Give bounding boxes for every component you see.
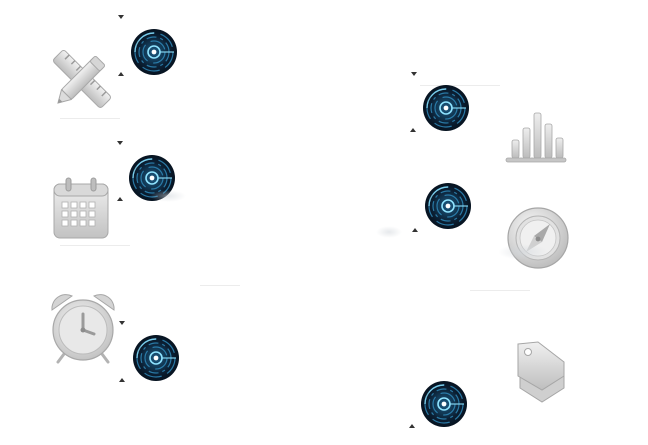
marker-arrow — [117, 197, 123, 201]
background-streak — [60, 245, 130, 246]
marker-arrow — [409, 424, 415, 428]
background-streak — [60, 118, 120, 119]
background-streak — [200, 285, 240, 286]
marker-arrow — [119, 378, 125, 382]
background-streak — [420, 85, 500, 86]
marker-arrow — [118, 15, 124, 19]
marker-arrow — [119, 321, 125, 325]
bar-chart-icon[interactable] — [504, 108, 568, 164]
blue-disc-icon[interactable] — [422, 84, 470, 132]
blue-disc-icon[interactable] — [420, 380, 468, 428]
marker-arrow — [117, 141, 123, 145]
compass-icon[interactable] — [506, 206, 570, 270]
tags-icon[interactable] — [512, 338, 570, 406]
blue-disc-icon[interactable] — [128, 154, 176, 202]
marker-arrow — [411, 72, 417, 76]
blue-disc-icon[interactable] — [132, 334, 180, 382]
light-flare — [150, 190, 186, 202]
light-flare — [498, 244, 548, 260]
pencil-ruler-icon[interactable] — [50, 48, 114, 110]
marker-arrow — [118, 72, 124, 76]
calendar-icon[interactable] — [52, 176, 110, 240]
blue-disc-icon[interactable] — [130, 28, 178, 76]
light-flare — [376, 226, 402, 238]
marker-arrow — [412, 228, 418, 232]
marker-arrow — [410, 128, 416, 132]
alarm-clock-icon[interactable] — [46, 290, 120, 364]
background-streak — [470, 290, 530, 291]
blue-disc-icon[interactable] — [424, 182, 472, 230]
